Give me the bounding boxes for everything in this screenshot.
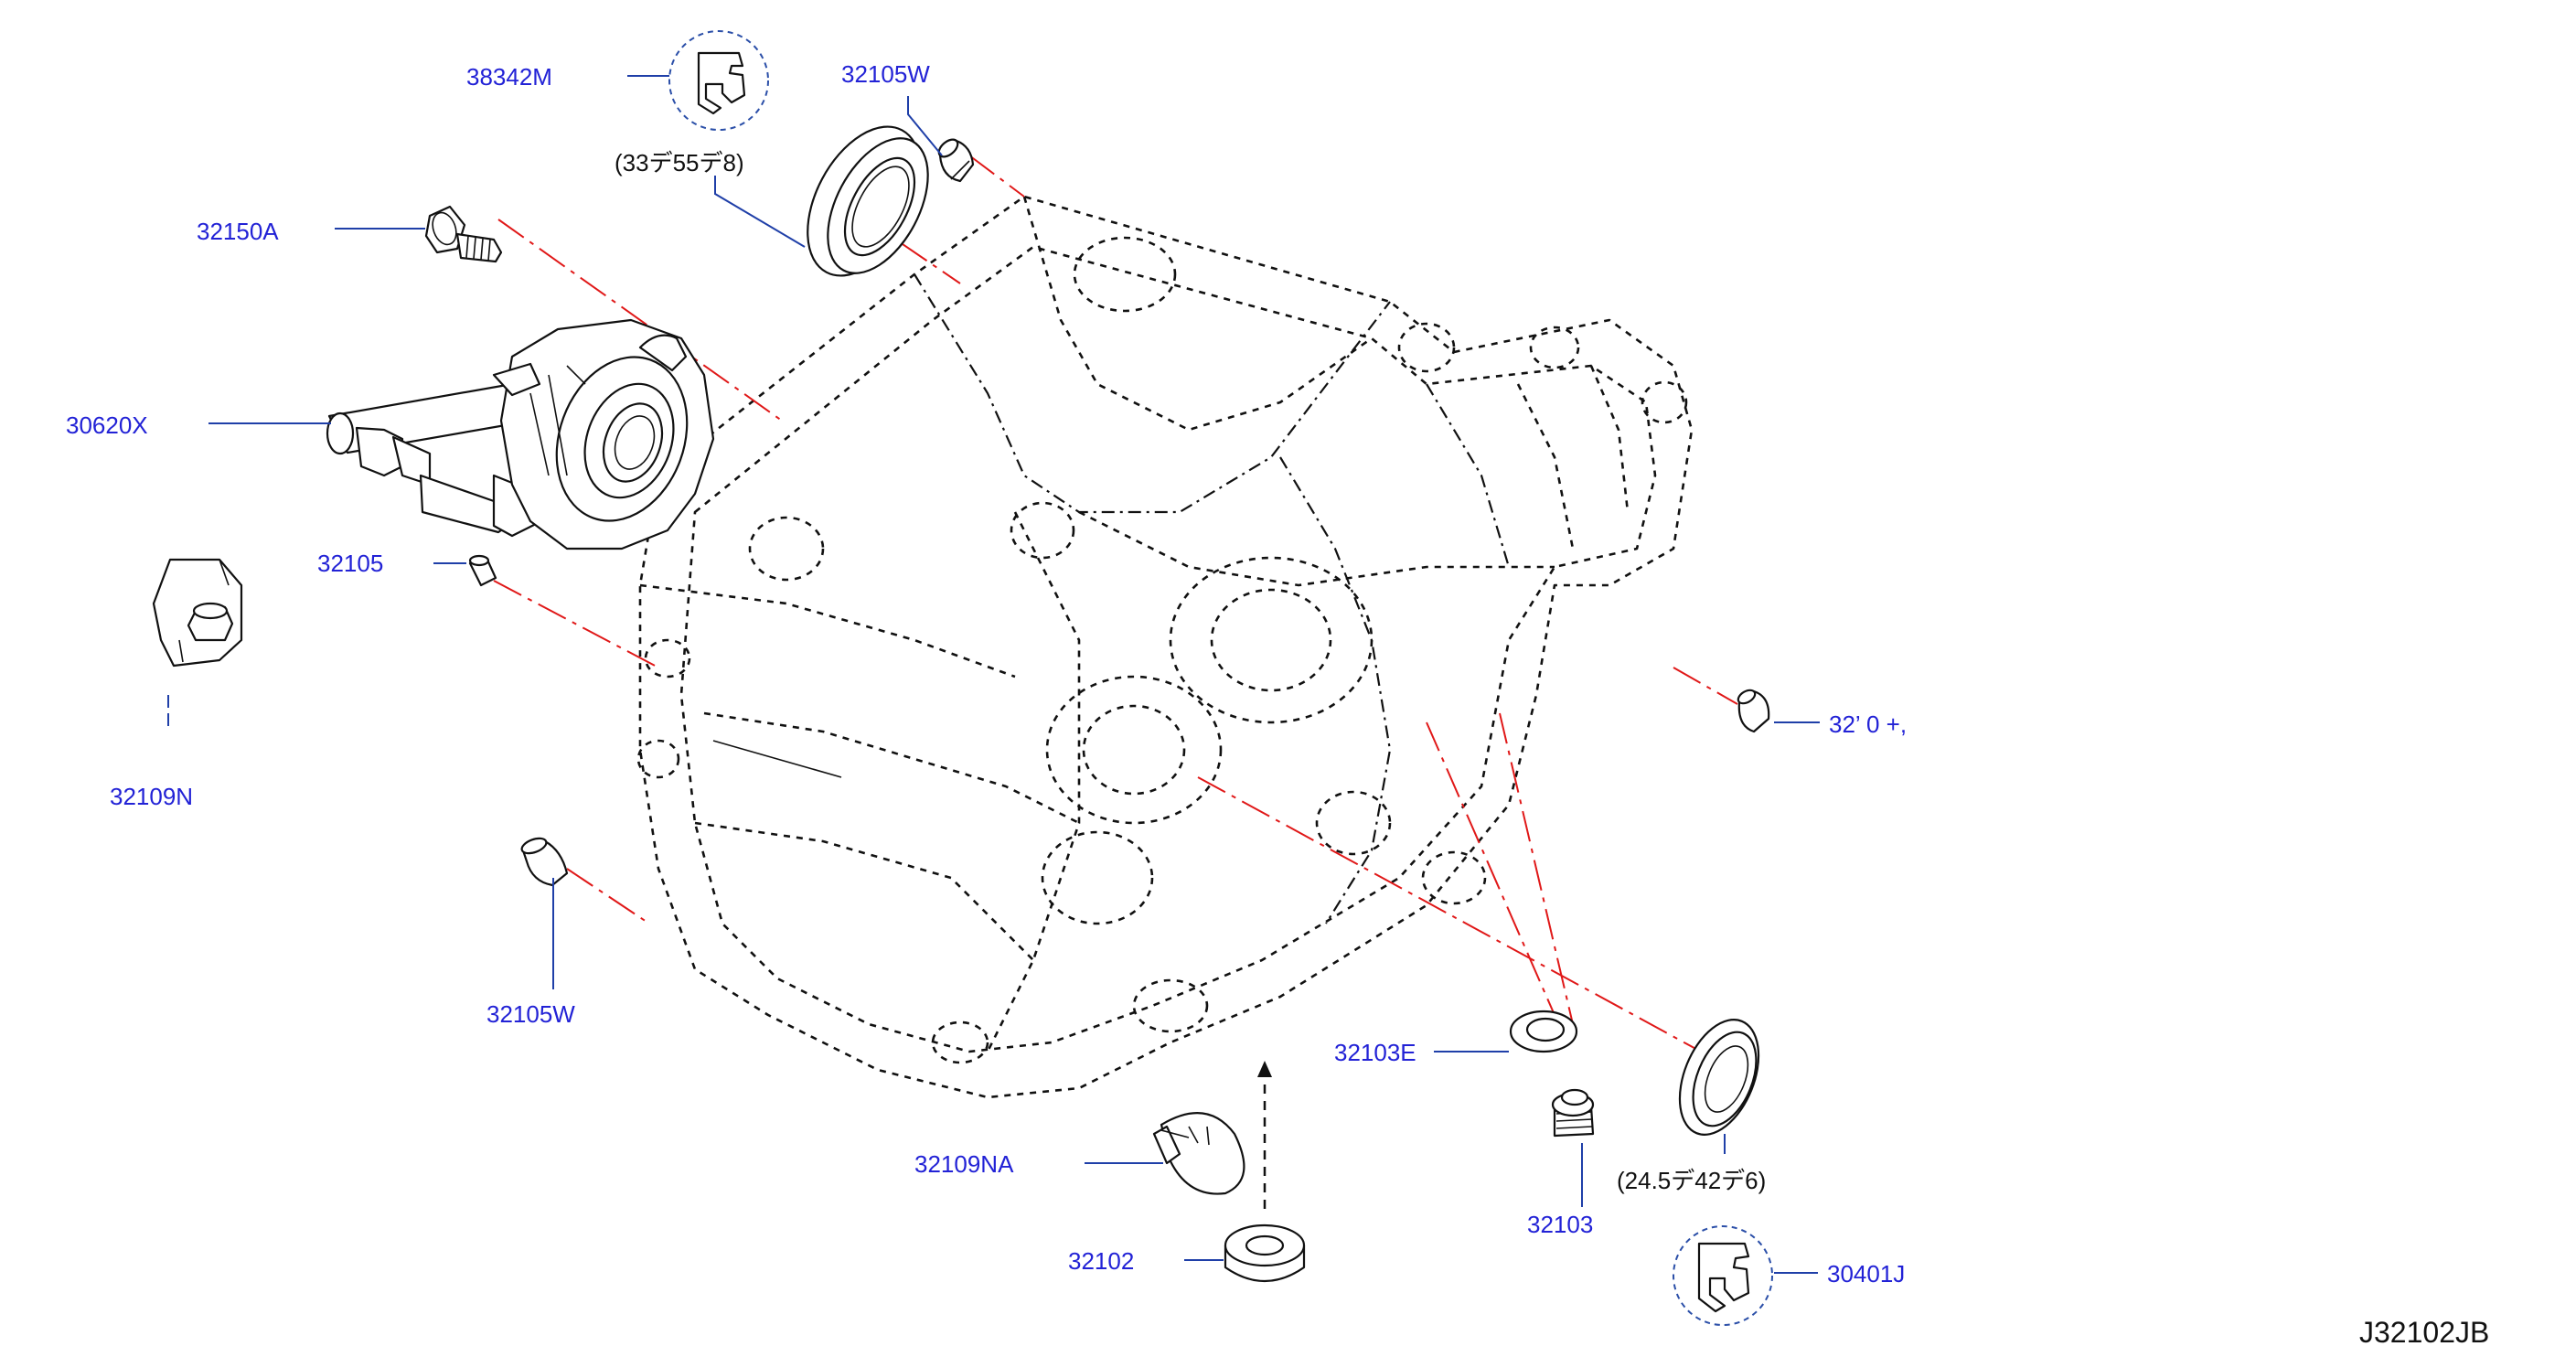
insertion-arrow: [1257, 1061, 1272, 1209]
part-32105-pin[interactable]: [468, 554, 497, 587]
label-32103E[interactable]: 32103E: [1334, 1039, 1416, 1066]
part-32102-washer[interactable]: [1224, 1223, 1306, 1283]
centerline-32150A: [497, 219, 783, 422]
clip-icon: [697, 51, 746, 115]
part-30401J-clip[interactable]: [1673, 1225, 1773, 1326]
label-right-partial[interactable]: 32’ 0 +,: [1829, 711, 1907, 738]
part-oil-seal-top[interactable]: [785, 108, 949, 294]
centerline-right: [1673, 667, 1738, 705]
part-32103-plug[interactable]: [1551, 1088, 1595, 1138]
label-32105W-top[interactable]: 32105W: [841, 60, 930, 88]
part-32150A-bolt[interactable]: [424, 205, 503, 263]
label-32102[interactable]: 32102: [1068, 1247, 1134, 1275]
centerline-32103E: [1426, 721, 1555, 1016]
part-38342M-clip[interactable]: [668, 30, 769, 131]
label-32105[interactable]: 32105: [317, 550, 383, 577]
centerline-32105: [493, 580, 659, 668]
label-32105W-bottom[interactable]: 32105W: [486, 1000, 575, 1028]
center-lines: [493, 155, 1738, 1052]
part-32109N-cover[interactable]: [152, 558, 243, 668]
label-32109NA[interactable]: 32109NA: [914, 1150, 1014, 1178]
label-32150A[interactable]: 32150A: [197, 218, 279, 245]
clip-icon-bottom: [1697, 1242, 1750, 1313]
label-32109N[interactable]: 32109N: [110, 783, 193, 810]
dimension-top: (33デ55デ8): [615, 149, 744, 176]
detail-circle-38342M: [668, 30, 769, 131]
part-labels: 38342M 32105W (33デ55デ8) 32150A 30620X 32…: [66, 60, 2489, 1349]
part-32109NA-cover[interactable]: [1152, 1112, 1245, 1195]
label-32103[interactable]: 32103: [1527, 1211, 1593, 1238]
centerline-32105W-bottom: [566, 868, 650, 924]
part-32105W-bottom-dowel[interactable]: [519, 836, 569, 887]
part-right-dowel[interactable]: [1736, 688, 1770, 733]
label-38342M[interactable]: 38342M: [466, 63, 552, 91]
dimension-bottom: (24.5デ42デ6): [1617, 1167, 1766, 1194]
centerline-32103: [1499, 712, 1574, 1025]
label-30401J[interactable]: 30401J: [1827, 1260, 1905, 1288]
detail-circle-30401J: [1673, 1225, 1773, 1326]
part-30620X-slave-cylinder[interactable]: [326, 318, 715, 550]
label-30620X[interactable]: 30620X: [66, 411, 148, 439]
transmission-housing: [636, 195, 1694, 1099]
centerline-oil-seal-bottom: [1197, 776, 1702, 1052]
leader-lines: [167, 75, 1820, 1274]
part-32103E-washer[interactable]: [1509, 1010, 1578, 1053]
part-32105W-top-dowel[interactable]: [935, 136, 975, 183]
centerline-32105W-top: [968, 155, 1025, 198]
diagram-reference-code: J32102JB: [2359, 1316, 2489, 1349]
part-oil-seal-bottom[interactable]: [1664, 1009, 1774, 1147]
